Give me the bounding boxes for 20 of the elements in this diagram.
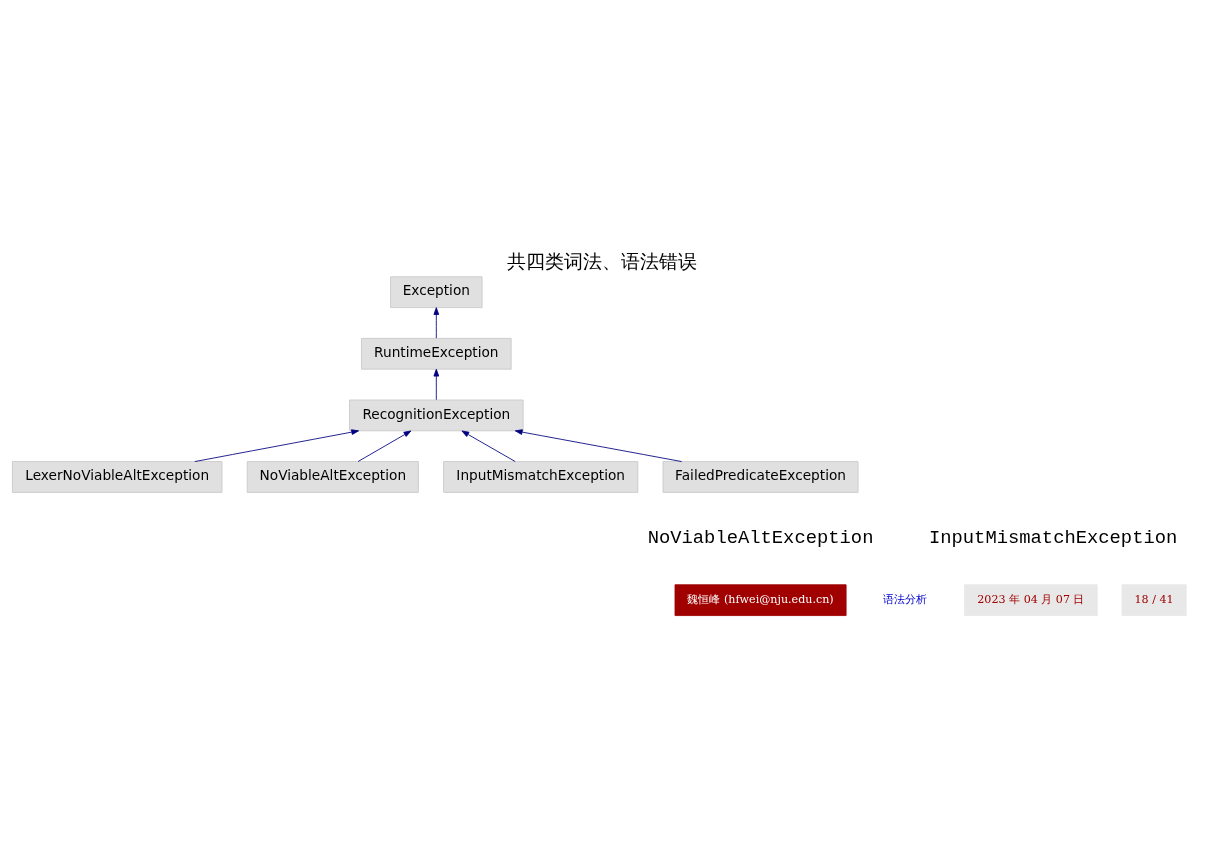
arrow: [194, 429, 360, 462]
label: 语法分析: [883, 593, 928, 607]
arrow: [433, 307, 440, 339]
node-box: RuntimeException: [361, 337, 512, 370]
label: 魏恒峰 (hfwei@nju.edu.cn): [687, 593, 834, 607]
label: 2023 年 04 月 07 日: [977, 593, 1085, 607]
arrow: [433, 368, 440, 401]
node-box: FailedPredicateException: [662, 461, 859, 493]
label: 18 / 41: [1134, 593, 1174, 607]
node-box: NoViableAltException: [246, 461, 419, 493]
label: InputMismatchException: [928, 527, 1178, 550]
arrow: [461, 430, 516, 462]
diagram-title: 共四类词法、语法错误: [507, 250, 698, 272]
arrow: [514, 429, 683, 462]
node-box: LexerNoViableAltException: [12, 461, 223, 493]
node-box: RecognitionException: [349, 399, 524, 432]
arrow: [357, 430, 412, 462]
node-box: Exception: [390, 276, 483, 309]
node-box: InputMismatchException: [443, 461, 639, 493]
label: NoViableAltException: [647, 527, 874, 550]
